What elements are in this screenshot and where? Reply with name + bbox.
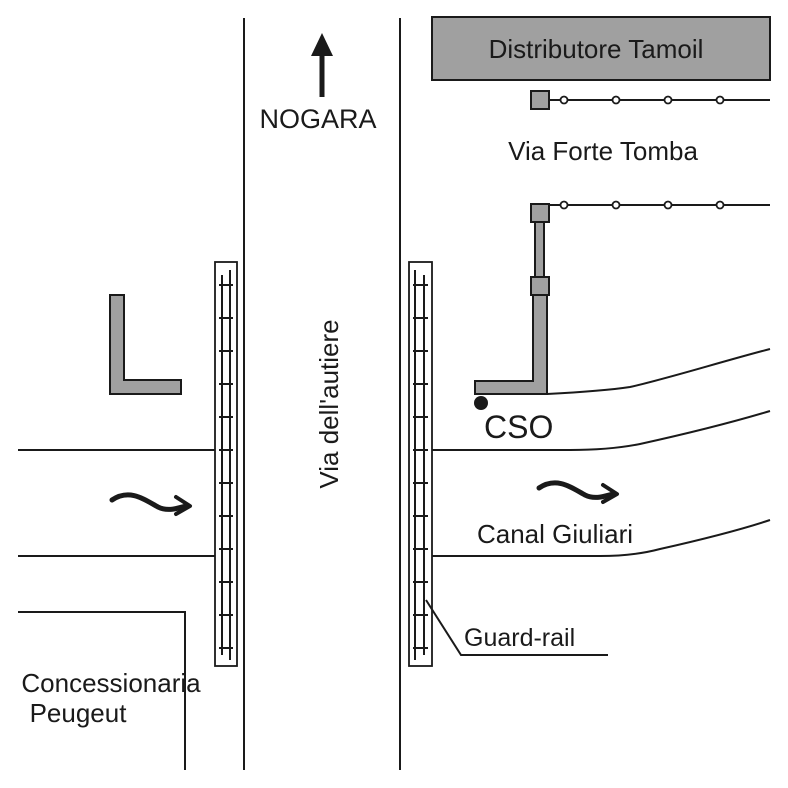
guard-rail-left	[214, 261, 238, 667]
canal-left-banks	[18, 449, 215, 557]
road-via-autiere	[243, 18, 401, 770]
label-concessionaria-line1: Concessionaria	[21, 668, 201, 698]
label-nogara: NOGARA	[259, 104, 376, 134]
flow-arrow-left-icon	[109, 492, 192, 516]
canal-giuliari-banks	[432, 348, 771, 557]
distributore-tamoil-building	[431, 16, 771, 81]
cso-structure	[474, 294, 548, 395]
cso-dot-icon	[474, 396, 488, 410]
pipe-line-lower	[530, 200, 770, 223]
pipe-connector	[534, 221, 545, 278]
label-via-autiere: Via dell'autiere	[314, 319, 344, 488]
label-guard-rail: Guard-rail	[464, 624, 575, 652]
concessionaria-boundary	[18, 611, 186, 770]
pipe-line-upper	[530, 90, 770, 110]
label-distributore-tamoil: Distributore Tamoil	[489, 34, 704, 64]
label-concessionaria-line2: Peugeut	[30, 698, 128, 728]
north-arrow-icon	[311, 33, 333, 97]
l-shaped-building	[109, 294, 182, 395]
label-cso: CSO	[484, 409, 553, 445]
guard-rail-callout-line	[425, 599, 608, 656]
manhole-cso-upper	[530, 276, 550, 296]
guard-rail-right	[408, 261, 433, 667]
label-canal-giuliari: Canal Giuliari	[477, 519, 633, 549]
flow-arrow-right-icon	[536, 480, 619, 504]
label-via-forte-tomba: Via Forte Tomba	[508, 136, 698, 166]
